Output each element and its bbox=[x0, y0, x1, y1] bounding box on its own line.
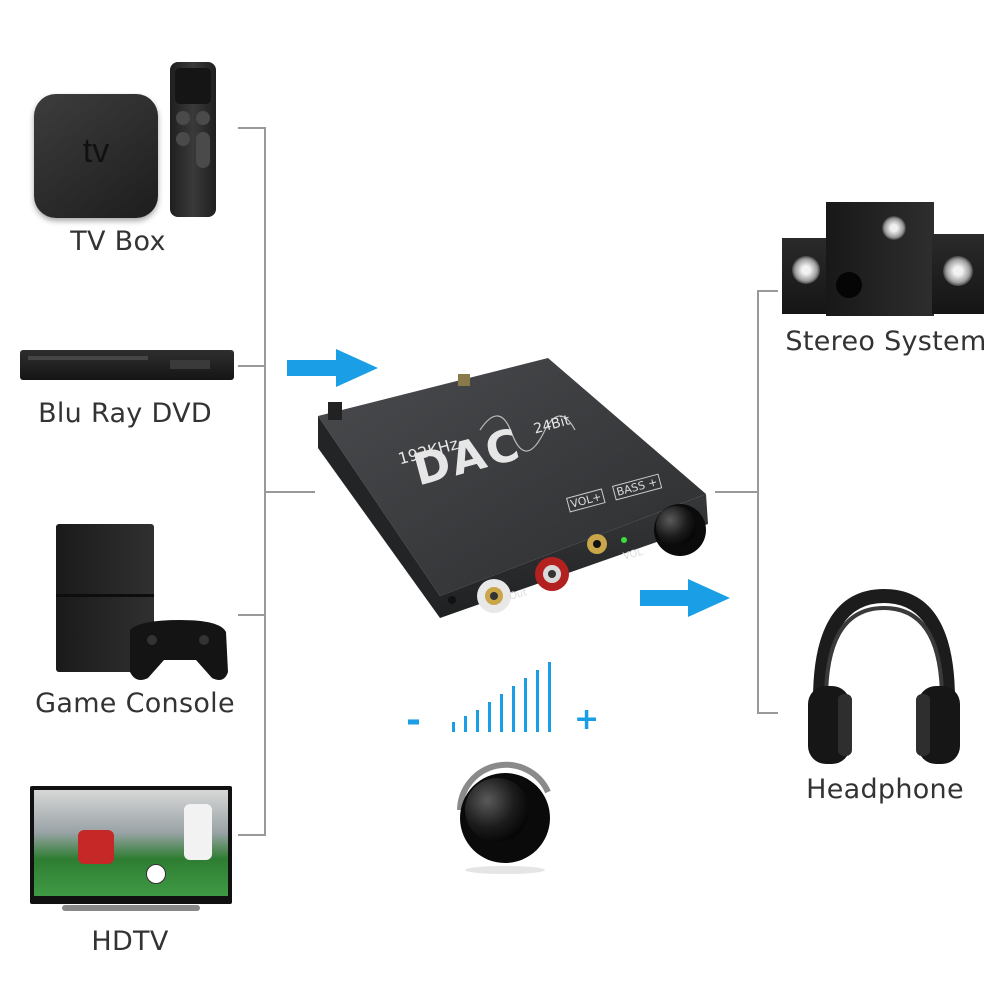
hdtv-screen bbox=[34, 790, 228, 896]
tv-box-device: tv bbox=[34, 94, 158, 218]
power-led bbox=[621, 537, 627, 543]
remote-touchpad bbox=[175, 68, 211, 104]
remote-button bbox=[196, 111, 210, 125]
player-display bbox=[170, 360, 210, 369]
hdtv-label: HDTV bbox=[91, 926, 169, 957]
game-console-label: Game Console bbox=[35, 688, 235, 719]
subwoofer-port bbox=[836, 272, 862, 298]
remote-button bbox=[176, 111, 190, 125]
stereo-system-label: Stereo System bbox=[785, 326, 987, 357]
knob-arc bbox=[457, 761, 551, 811]
volume-minus: - bbox=[406, 700, 421, 741]
dac-left-face bbox=[318, 416, 440, 618]
volume-plus: + bbox=[574, 702, 600, 737]
left-speaker bbox=[782, 238, 830, 314]
soccer-ball bbox=[146, 864, 166, 884]
left-speaker-cone bbox=[792, 256, 820, 284]
blu-ray-label: Blu Ray DVD bbox=[38, 398, 212, 429]
stereo-system-device bbox=[780, 200, 986, 318]
rear-knob bbox=[328, 402, 342, 420]
headphone-jack bbox=[587, 534, 607, 554]
screw bbox=[448, 596, 456, 604]
player-white bbox=[184, 804, 212, 860]
disc-tray bbox=[28, 356, 148, 360]
rear-port bbox=[458, 374, 470, 386]
right-speaker bbox=[932, 234, 984, 314]
hdtv-device bbox=[30, 786, 232, 904]
tv-box-logo: tv bbox=[82, 132, 110, 170]
volume-knob bbox=[654, 504, 706, 556]
headphone-band bbox=[813, 588, 955, 701]
rca-white-jack bbox=[477, 579, 511, 613]
arrow-in-icon bbox=[287, 349, 378, 387]
right-bracket-line bbox=[757, 290, 778, 714]
headphone-label: Headphone bbox=[806, 774, 964, 805]
tv-remote bbox=[170, 62, 216, 217]
remote-button bbox=[176, 132, 190, 146]
tv-box-label: TV Box bbox=[70, 226, 166, 257]
subwoofer bbox=[826, 202, 934, 316]
rca-red-jack bbox=[535, 557, 569, 591]
console-stripe bbox=[56, 594, 154, 597]
waveform-graphic bbox=[479, 415, 576, 452]
left-bracket-line bbox=[238, 127, 266, 836]
dac-top-face bbox=[318, 358, 706, 596]
remote-volume-rocker bbox=[196, 132, 210, 168]
player-red bbox=[78, 830, 114, 864]
hdtv-stand bbox=[62, 905, 200, 911]
right-speaker-cone bbox=[943, 256, 973, 286]
gamepad-icon bbox=[130, 620, 228, 680]
blu-ray-player bbox=[20, 350, 234, 380]
arrow-out-icon bbox=[640, 579, 730, 617]
subwoofer-cone bbox=[882, 216, 906, 240]
volume-bars bbox=[452, 662, 551, 732]
